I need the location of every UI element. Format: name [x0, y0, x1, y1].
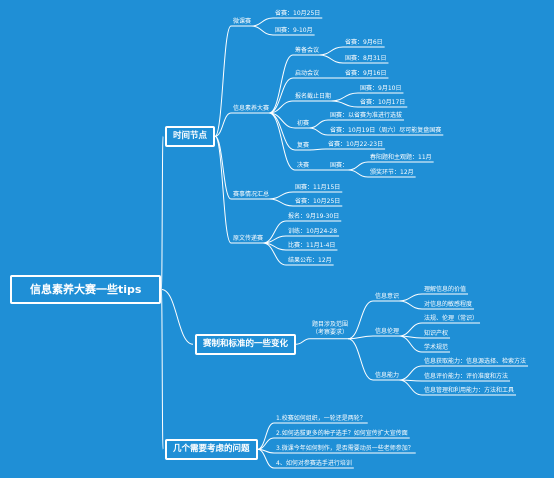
essay-registration[interactable]: 报名：9月19-30日 — [288, 213, 340, 220]
node-ethics[interactable]: 信息伦理 — [375, 328, 400, 335]
summary-provincial[interactable]: 省赛：10月25日 — [295, 198, 341, 205]
preliminary-provincial[interactable]: 省赛：10月19日（周六）尽可能复盘国赛 — [330, 127, 442, 134]
connector-10 — [268, 77, 294, 114]
connector-19 — [331, 100, 359, 108]
ability-item-1[interactable]: 信息获取能力：信息源选择、检索方法 — [424, 358, 527, 365]
connector-9 — [268, 54, 294, 114]
ethics-item-1[interactable]: 法规、伦理（常识） — [424, 315, 479, 322]
connector-6 — [214, 135, 232, 244]
connector-26 — [269, 191, 294, 200]
connector-14 — [268, 112, 296, 171]
essay-competition[interactable]: 比赛：11月1-4日 — [288, 242, 336, 249]
prep-meeting-provincial[interactable]: 省赛：9月6日 — [345, 39, 383, 46]
final-awards[interactable]: 颁奖环节：12月 — [370, 169, 414, 176]
connector-20 — [308, 119, 329, 129]
connector-32 — [295, 338, 311, 345]
connector-7 — [251, 17, 274, 27]
node-prep-meeting[interactable]: 筹备会议 — [295, 47, 320, 54]
node-registration-deadline[interactable]: 报名截止日期 — [295, 93, 332, 100]
connector-13 — [268, 112, 296, 151]
connector-18 — [331, 92, 359, 102]
connector-15 — [319, 46, 344, 56]
node-literacy-contest[interactable]: 信息素养大赛 — [233, 105, 270, 112]
connector-37 — [399, 300, 423, 310]
question-3[interactable]: 3.微课今年如何制作，是否需要动员一些老师参加？ — [276, 445, 414, 452]
node-essay-relay[interactable]: 原文传递赛 — [233, 235, 264, 242]
branch-timeline[interactable]: 时间节点 — [165, 126, 216, 147]
connector-3 — [214, 25, 232, 137]
essay-training[interactable]: 训练：10月24-28 — [288, 228, 338, 235]
kickoff-provincial[interactable]: 省赛：9月16日 — [345, 70, 387, 77]
ability-item-2[interactable]: 信息评价能力：评价准度和方法 — [424, 373, 509, 380]
registration-provincial[interactable]: 省赛：10月17日 — [360, 99, 406, 106]
root-node[interactable]: 信息素养大赛一些tips — [10, 275, 162, 304]
question-1[interactable]: 1.校赛如何组织，一轮还是两轮？ — [276, 415, 366, 422]
branch-rules[interactable]: 赛制和标准的一些变化 — [195, 334, 297, 355]
node-preliminary[interactable]: 初赛 — [297, 120, 310, 127]
connector-22 — [309, 148, 327, 151]
node-ability[interactable]: 信息能力 — [375, 372, 400, 379]
ability-item-3[interactable]: 信息管理和利用能力：方法和工具 — [424, 387, 515, 394]
micro-course-national[interactable]: 国赛：9-10月 — [275, 27, 313, 34]
connector-33 — [347, 300, 374, 340]
node-scope[interactable]: 题目涉及范围 （考察要求） — [312, 321, 349, 337]
node-final[interactable]: 决赛 — [297, 162, 310, 169]
connector-36 — [399, 293, 423, 302]
connector-11 — [268, 100, 294, 114]
node-kickoff[interactable]: 启动会议 — [295, 70, 320, 77]
final-topics[interactable]: 春阳题和主观题：11月 — [370, 154, 432, 161]
connector-43 — [398, 379, 423, 396]
connector-0 — [160, 135, 164, 290]
node-summary[interactable]: 赛事情况汇总 — [233, 191, 270, 198]
micro-course-provincial[interactable]: 省赛：10月25日 — [275, 10, 321, 17]
awareness-item-1[interactable]: 理解信息的价值 — [424, 286, 467, 293]
connector-40 — [398, 335, 423, 353]
registration-national[interactable]: 国赛：9月10日 — [360, 85, 402, 92]
connector-31 — [262, 242, 287, 266]
connector-34 — [348, 335, 374, 340]
node-semifinal[interactable]: 复赛 — [297, 142, 310, 149]
question-4[interactable]: 4、如何对参赛选手进行培训 — [276, 460, 352, 467]
preliminary-national[interactable]: 国赛：以省赛为准进行选拔 — [330, 112, 403, 119]
node-awareness[interactable]: 信息意识 — [375, 293, 400, 300]
connector-38 — [398, 322, 423, 337]
semifinal-provincial[interactable]: 省赛：10月22-23日 — [328, 141, 384, 148]
connector-35 — [347, 338, 374, 381]
ethics-item-2[interactable]: 知识产权 — [424, 330, 449, 337]
summary-national[interactable]: 国赛：11月15日 — [295, 184, 341, 191]
connector-41 — [398, 365, 423, 381]
ethics-item-3[interactable]: 学术规范 — [424, 344, 449, 351]
connector-2 — [160, 289, 164, 450]
connector-4 — [214, 112, 232, 137]
connector-24 — [347, 161, 369, 171]
connector-8 — [250, 25, 274, 36]
question-2[interactable]: 2.如何选拔更多的种子选手？如何宣传扩大宣传面 — [276, 430, 408, 437]
connector-16 — [319, 54, 344, 64]
awareness-item-2[interactable]: 对信息的敏感程度 — [424, 301, 473, 308]
essay-result[interactable]: 结果公布：12月 — [288, 257, 332, 264]
connector-25 — [348, 169, 369, 178]
connector-21 — [308, 127, 329, 136]
prep-meeting-national[interactable]: 国赛：8月31日 — [345, 55, 387, 62]
connector-44 — [257, 422, 275, 450]
connector-27 — [269, 198, 294, 207]
branch-questions[interactable]: 几个需要考虑的问题 — [165, 439, 258, 460]
connector-45 — [257, 437, 275, 450]
node-micro-course[interactable]: 微课赛 — [233, 18, 252, 25]
connector-47 — [257, 448, 275, 469]
final-national[interactable]: 国赛： — [330, 162, 349, 169]
connector-1 — [161, 289, 194, 345]
